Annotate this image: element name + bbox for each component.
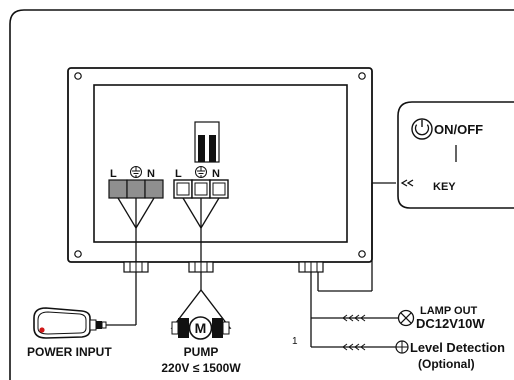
arrow-marks-level <box>342 343 366 351</box>
wire-pump <box>182 197 220 290</box>
key-label: KEY <box>433 181 456 193</box>
enclosure-inner-panel <box>93 84 348 243</box>
wire-lamp-level <box>310 272 398 348</box>
terminal-left-n: N <box>147 168 155 180</box>
arrow-marks-lamp <box>342 314 366 322</box>
pump-rating: 220V ≤ 1500W <box>161 361 241 375</box>
pump-motor-icon <box>170 288 232 340</box>
power-plug-icon <box>33 307 107 339</box>
lamp-rating: DC12V10W <box>416 316 485 331</box>
enclosure <box>67 67 373 263</box>
relay-icon <box>194 121 220 163</box>
wire-power-input <box>106 197 155 326</box>
terminal-block-right: L N <box>173 166 229 199</box>
terminal-left-l: L <box>110 168 117 180</box>
pump-label: PUMP <box>184 345 219 359</box>
screw-bottom-right <box>358 250 366 258</box>
lamp-icon <box>397 309 415 327</box>
level-detection-label: Level Detection <box>410 340 505 355</box>
terminal-right-n: N <box>212 168 220 180</box>
cable-gland-middle <box>188 261 214 273</box>
wire-key <box>317 179 414 292</box>
lamp-out-label: LAMP OUT <box>420 305 478 317</box>
power-input-label: POWER INPUT <box>27 345 112 359</box>
power-icon <box>411 118 433 140</box>
level-wire-number: 1 <box>292 336 298 347</box>
cable-gland-right <box>298 261 324 273</box>
control-panel: ON/OFF KEY <box>397 101 514 209</box>
screw-top-right <box>358 72 366 80</box>
level-optional-label: (Optional) <box>418 357 475 371</box>
outer-frame <box>9 9 514 380</box>
ground-icon <box>130 166 142 178</box>
level-sensor-icon <box>395 340 409 354</box>
screw-top-left <box>74 72 82 80</box>
cable-gland-left <box>123 261 149 273</box>
ground-icon <box>195 166 207 178</box>
screw-bottom-left <box>74 250 82 258</box>
pump-motor-letter: M <box>195 320 207 336</box>
on-off-label: ON/OFF <box>434 122 483 137</box>
terminal-right-l: L <box>175 168 182 180</box>
